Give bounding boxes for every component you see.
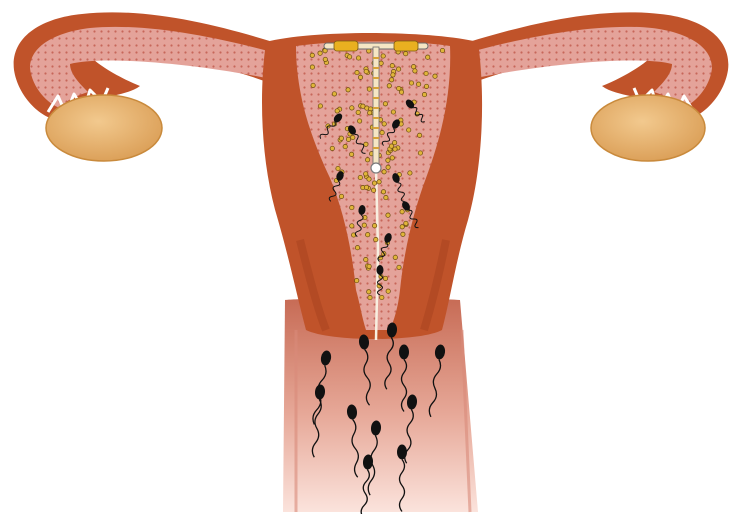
copper-particle <box>368 295 372 299</box>
copper-particle <box>339 136 343 140</box>
copper-particle <box>407 128 411 132</box>
copper-particle <box>357 119 361 123</box>
copper-particle <box>390 156 394 160</box>
copper-particle <box>386 213 390 217</box>
copper-particle <box>422 92 426 96</box>
copper-particle <box>355 70 359 74</box>
copper-particle <box>404 221 408 225</box>
copper-particle <box>347 55 351 59</box>
copper-particle <box>355 246 359 250</box>
copper-particle <box>393 147 397 151</box>
copper-particle <box>400 210 404 214</box>
copper-particle <box>367 87 371 91</box>
copper-particle <box>310 53 314 57</box>
copper-particle <box>346 88 350 92</box>
copper-particle <box>381 190 385 194</box>
copper-particle <box>310 65 314 69</box>
copper-particle <box>426 55 430 59</box>
copper-particle <box>424 84 428 88</box>
copper-particle <box>411 65 415 69</box>
copper-particle <box>396 67 400 71</box>
copper-particle <box>384 195 388 199</box>
copper-particle <box>380 130 384 134</box>
copper-particle <box>349 152 353 156</box>
copper-particle <box>364 172 368 176</box>
copper-particle <box>372 224 376 228</box>
copper-particle <box>392 141 396 145</box>
copper-particle <box>366 233 370 237</box>
copper-particle <box>367 264 371 268</box>
copper-particle <box>391 110 395 114</box>
copper-particle <box>361 104 365 108</box>
copper-particle <box>383 102 387 106</box>
copper-particle <box>374 237 378 241</box>
copper-particle <box>364 257 368 261</box>
copper-particle <box>350 106 354 110</box>
copper-particle <box>362 223 366 227</box>
left-ovary <box>46 95 162 161</box>
copper-particle <box>382 122 386 126</box>
copper-particle <box>311 83 315 87</box>
copper-particle <box>358 75 362 79</box>
left-fallopian-tube <box>14 12 292 120</box>
copper-particle <box>356 56 360 60</box>
copper-particle <box>409 81 413 85</box>
copper-particle <box>367 290 371 294</box>
copper-particle <box>318 104 322 108</box>
copper-particle <box>368 111 372 115</box>
copper-particle <box>381 54 385 58</box>
copper-particle <box>408 171 412 175</box>
copper-particle <box>404 52 408 56</box>
copper-particle <box>424 71 428 75</box>
copper-particle <box>399 90 403 94</box>
copper-particle <box>346 137 350 141</box>
copper-particle <box>433 74 437 78</box>
copper-particle <box>383 276 387 280</box>
copper-particle <box>358 175 362 179</box>
copper-particle <box>339 194 343 198</box>
copper-particle <box>413 69 417 73</box>
copper-particle <box>386 289 390 293</box>
copper-particle <box>377 180 381 184</box>
copper-particle <box>386 158 390 162</box>
copper-particle <box>364 142 368 146</box>
copper-particle <box>391 73 395 77</box>
copper-particle <box>417 133 421 137</box>
copper-particle <box>355 278 359 282</box>
copper-particle <box>364 69 368 73</box>
copper-particle <box>367 177 371 181</box>
copper-particle <box>335 109 339 113</box>
copper-particle <box>372 181 376 185</box>
copper-particle <box>330 146 334 150</box>
copper-particle <box>336 166 340 170</box>
copper-particle <box>380 295 384 299</box>
copper-particle <box>418 151 422 155</box>
copper-particle <box>350 205 354 209</box>
copper-particle <box>390 63 394 67</box>
right-ovary <box>591 95 705 161</box>
copper-particle <box>440 48 444 52</box>
copper-particle <box>356 110 360 114</box>
copper-particle <box>382 170 386 174</box>
copper-particle <box>400 225 404 229</box>
copper-particle <box>416 82 420 86</box>
copper-particle <box>332 92 336 96</box>
copper-particle <box>323 57 327 61</box>
copper-particle <box>365 158 369 162</box>
copper-particle <box>371 188 375 192</box>
copper-particle <box>401 232 405 236</box>
copper-particle <box>389 78 393 82</box>
copper-particle <box>318 51 322 55</box>
copper-particle <box>343 144 347 148</box>
copper-particle <box>393 255 397 259</box>
copper-particle <box>350 224 354 228</box>
copper-particle <box>386 165 390 169</box>
copper-particle <box>397 265 401 269</box>
copper-particle <box>387 84 391 88</box>
copper-particle <box>364 185 368 189</box>
copper-particle <box>379 61 383 65</box>
